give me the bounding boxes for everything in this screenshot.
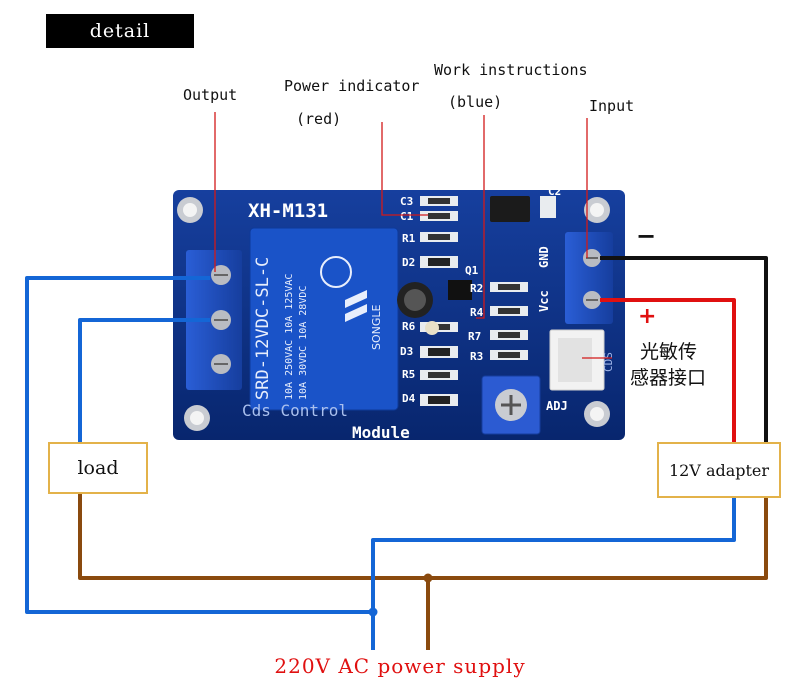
cqc-mark	[320, 256, 352, 288]
plus-sign: +	[638, 304, 657, 329]
board-control-label: Cds Control	[242, 401, 348, 420]
leader-lines	[214, 112, 612, 359]
relay-brand-text: SONGLE	[370, 304, 383, 350]
board-module-label: Module	[352, 423, 410, 442]
designator: C1	[400, 210, 414, 223]
wire-junction	[423, 573, 433, 583]
gnd-pin-label: GND	[537, 246, 551, 268]
designator: R2	[470, 282, 483, 295]
work-instructions-label: Work instructions	[434, 61, 588, 79]
designator: R3	[470, 350, 483, 363]
designator: R4	[470, 306, 484, 319]
songle-logo	[345, 290, 367, 322]
designator: R7	[468, 330, 481, 343]
blue-wire-load	[25, 276, 373, 614]
load-box: load	[48, 442, 148, 494]
cds-label: CDS	[602, 352, 615, 372]
minus-sign: −	[636, 222, 657, 250]
designator: D3	[400, 345, 413, 358]
blue-wire-adapter	[371, 498, 736, 650]
work-instructions-color: (blue)	[448, 93, 503, 111]
relay-rating-text: 10A 30VDC 10A 28VDC	[298, 286, 309, 400]
output-label: Output	[183, 86, 238, 104]
designator: Q1	[465, 264, 479, 277]
relay	[249, 227, 399, 411]
page-title: detail	[46, 14, 194, 48]
black-wire-gnd	[600, 256, 768, 442]
designator: R1	[402, 232, 416, 245]
sensor-interface-label-1: 光敏传	[640, 341, 698, 363]
power-indicator-leader	[381, 122, 428, 216]
red-wire-vcc	[600, 298, 736, 442]
designator: D4	[402, 392, 416, 405]
blue-wire-output-to-load	[78, 318, 210, 442]
brown-wire-load	[78, 493, 768, 580]
wire-junction	[368, 607, 378, 617]
designator: R6	[402, 320, 416, 333]
designator: R5	[402, 368, 415, 381]
designator: C2	[548, 185, 561, 198]
sensor-interface-label-2: 感器接口	[630, 367, 707, 389]
power-supply-label: 220V AC power supply	[274, 654, 526, 678]
adapter-box: 12V adapter	[657, 442, 781, 498]
power-indicator-label: Power indicator	[284, 77, 420, 95]
vcc-pin-label: Vcc	[537, 290, 551, 312]
relay-model-text: SRD-12VDC-SL-C	[253, 257, 273, 400]
board-model-label: XH-M131	[248, 200, 328, 222]
designator: D2	[402, 256, 415, 269]
input-terminal-block	[565, 232, 613, 324]
relay-rating-text: 10A 250VAC 10A 125VAC	[284, 274, 295, 400]
input-label: Input	[589, 97, 635, 115]
power-indicator-color: (red)	[296, 110, 342, 128]
designator: C3	[400, 195, 413, 208]
adj-label: ADJ	[546, 399, 568, 413]
smd-components	[397, 196, 556, 406]
work-indicator-leader	[476, 115, 485, 319]
